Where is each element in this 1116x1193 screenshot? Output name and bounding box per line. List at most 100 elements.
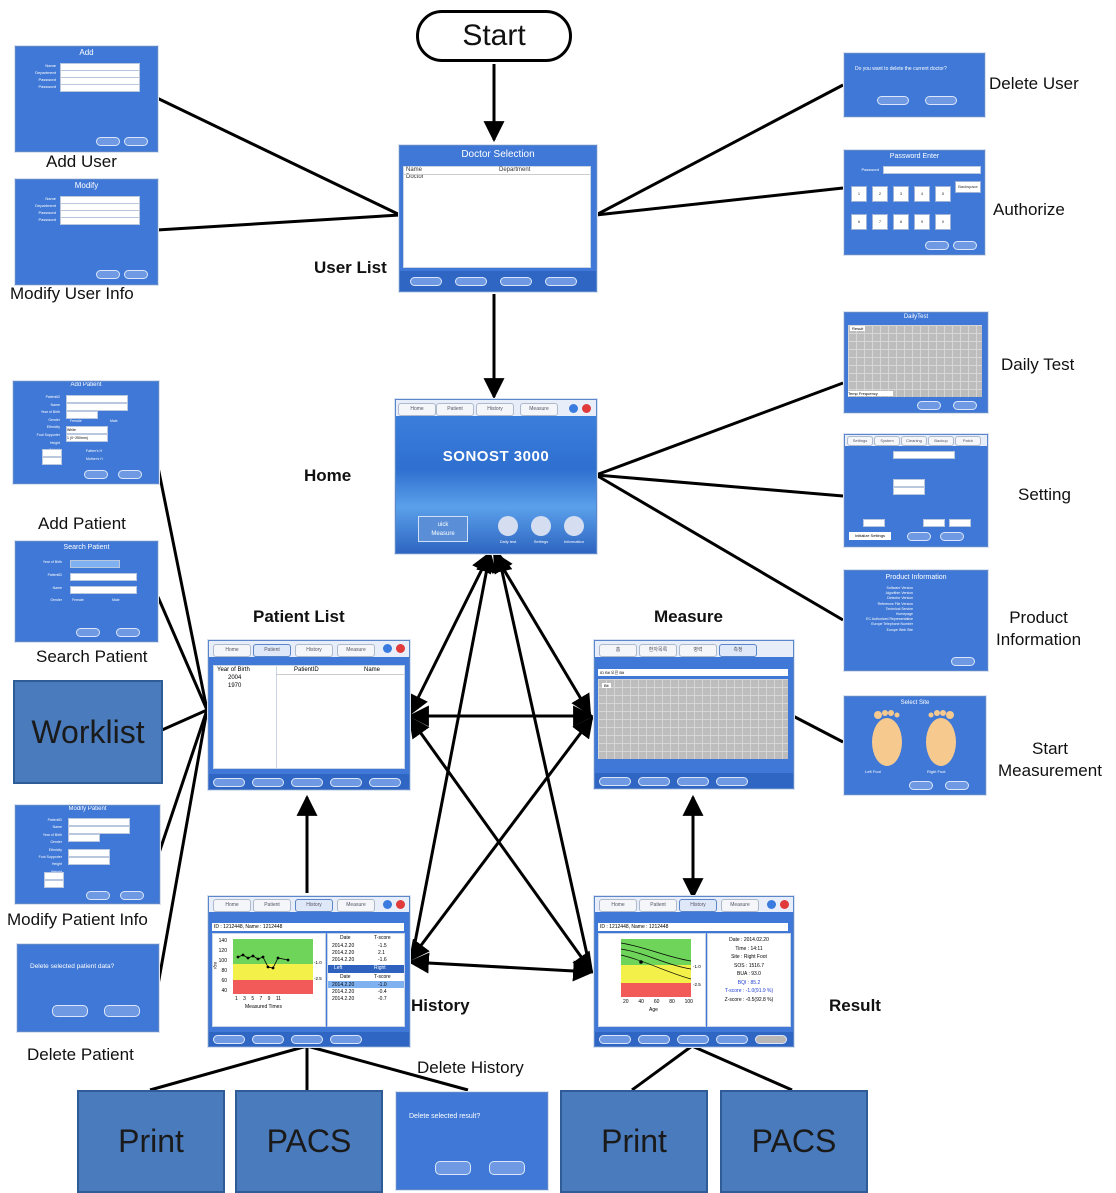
help-icon[interactable] xyxy=(767,900,776,909)
key-8[interactable]: 8 xyxy=(893,214,909,230)
site-button[interactable] xyxy=(716,777,748,786)
setting-field[interactable] xyxy=(863,519,885,527)
key-1[interactable]: 1 xyxy=(851,186,867,202)
key-0[interactable]: 0 xyxy=(935,214,951,230)
right-foot-radio[interactable]: Right Foot xyxy=(927,769,946,774)
female-radio[interactable]: Female xyxy=(72,598,84,602)
table-row-score[interactable]: 2.1 xyxy=(378,950,385,956)
measure-button[interactable] xyxy=(599,777,631,786)
tab-home[interactable]: Home xyxy=(398,403,436,416)
foot-supporter-select[interactable] xyxy=(68,857,110,865)
tree-root[interactable]: Year of Birth xyxy=(217,667,250,673)
tab-home[interactable]: Home xyxy=(213,899,251,912)
tab-history[interactable]: History xyxy=(679,899,717,912)
cancel-button[interactable] xyxy=(953,241,977,250)
settings-icon[interactable] xyxy=(531,516,551,536)
table-row-score[interactable]: -1.6 xyxy=(378,957,387,963)
select-button[interactable] xyxy=(410,277,442,286)
tab-settings[interactable]: Settings xyxy=(847,436,873,446)
weight-field[interactable] xyxy=(42,457,62,465)
close-button[interactable] xyxy=(953,401,977,410)
tab-patient[interactable]: Patient xyxy=(253,899,291,912)
quick-measure-button[interactable]: uick Measure xyxy=(418,516,468,542)
tab-measure[interactable]: Measure xyxy=(520,403,558,416)
table-row-date[interactable]: 2014.2.20 xyxy=(332,957,355,963)
close-icon[interactable] xyxy=(582,404,591,413)
setting-field[interactable] xyxy=(949,519,971,527)
tab-cleaning[interactable]: Cleaning xyxy=(901,436,927,446)
key-3[interactable]: 3 xyxy=(893,186,909,202)
key-5[interactable]: 5 xyxy=(935,186,951,202)
measure-button[interactable] xyxy=(716,1035,748,1044)
tab-home[interactable]: 홈 xyxy=(599,644,637,657)
left-foot-radio[interactable]: Left Foot xyxy=(865,769,881,774)
cancel-button[interactable] xyxy=(116,628,140,637)
ok-button[interactable] xyxy=(909,781,933,790)
add-button[interactable] xyxy=(455,277,487,286)
tab-measure[interactable]: Measure xyxy=(337,899,375,912)
tab-patient[interactable]: Patient xyxy=(639,899,677,912)
information-icon[interactable] xyxy=(564,516,584,536)
table-row-date[interactable]: 2014.2.20 xyxy=(332,950,355,956)
setting-field[interactable] xyxy=(893,479,925,487)
modify-button[interactable] xyxy=(500,277,532,286)
disabled-button[interactable] xyxy=(755,1035,787,1044)
patient-id-field[interactable] xyxy=(70,573,137,581)
name-field[interactable] xyxy=(66,403,128,411)
ok-button[interactable] xyxy=(907,532,931,541)
year-tree[interactable]: Year of Birth 2004 1970 xyxy=(214,666,277,768)
delete-button[interactable] xyxy=(330,1035,362,1044)
cancel-button[interactable] xyxy=(945,781,969,790)
tab-home[interactable]: Home xyxy=(213,644,251,657)
key-4[interactable]: 4 xyxy=(914,186,930,202)
table-row-score[interactable]: -1.0 xyxy=(378,982,387,988)
tab-patient[interactable]: Patient xyxy=(436,403,474,416)
password-confirm-field[interactable] xyxy=(60,84,140,92)
year-of-birth-field[interactable] xyxy=(68,834,100,842)
tab-measure[interactable]: 측정 xyxy=(719,644,757,657)
ok-button[interactable] xyxy=(435,1161,471,1175)
cancel-button[interactable] xyxy=(120,891,144,900)
view-button[interactable] xyxy=(291,1035,323,1044)
tree-item[interactable]: 1970 xyxy=(228,683,242,689)
tab-measure[interactable]: Measure xyxy=(337,644,375,657)
ok-button[interactable] xyxy=(96,270,120,279)
key-6[interactable]: 6 xyxy=(851,214,867,230)
patient-id-field[interactable] xyxy=(68,818,130,826)
cancel-button[interactable] xyxy=(124,137,148,146)
setting-field[interactable] xyxy=(893,487,925,495)
help-icon[interactable] xyxy=(383,900,392,909)
setting-field[interactable] xyxy=(893,451,955,459)
delete-button[interactable] xyxy=(545,277,577,286)
tab-patch[interactable]: Patch xyxy=(955,436,981,446)
male-radio[interactable]: Male xyxy=(112,598,120,602)
year-of-birth-field[interactable] xyxy=(70,560,120,568)
tab-measure[interactable]: Measure xyxy=(721,899,759,912)
close-icon[interactable] xyxy=(396,644,405,653)
table-row-date[interactable]: 2014.2.20 xyxy=(332,982,355,988)
ok-button[interactable] xyxy=(96,137,120,146)
key-7[interactable]: 7 xyxy=(872,214,888,230)
height-field[interactable] xyxy=(44,872,64,880)
pacs-button[interactable] xyxy=(638,1035,670,1044)
ok-button[interactable] xyxy=(877,96,909,105)
cancel-button[interactable] xyxy=(118,470,142,479)
ok-button[interactable] xyxy=(951,657,975,666)
ok-button[interactable] xyxy=(925,241,949,250)
ok-button[interactable] xyxy=(86,891,110,900)
key-9[interactable]: 9 xyxy=(914,214,930,230)
tab-patient-list[interactable]: 환자목록 xyxy=(639,644,677,657)
male-radio[interactable]: Male xyxy=(110,419,118,423)
password-field[interactable] xyxy=(883,166,981,174)
tab-patient[interactable]: Patient xyxy=(253,644,291,657)
name-field[interactable] xyxy=(70,586,137,594)
stop-button[interactable] xyxy=(638,777,670,786)
cancel-button[interactable] xyxy=(124,270,148,279)
weight-field[interactable] xyxy=(44,880,64,888)
search-button[interactable] xyxy=(252,778,284,787)
help-icon[interactable] xyxy=(383,644,392,653)
height-field[interactable] xyxy=(42,449,62,457)
tab-home[interactable]: Home xyxy=(599,899,637,912)
ok-button[interactable] xyxy=(84,470,108,479)
cancel-button[interactable] xyxy=(489,1161,525,1175)
